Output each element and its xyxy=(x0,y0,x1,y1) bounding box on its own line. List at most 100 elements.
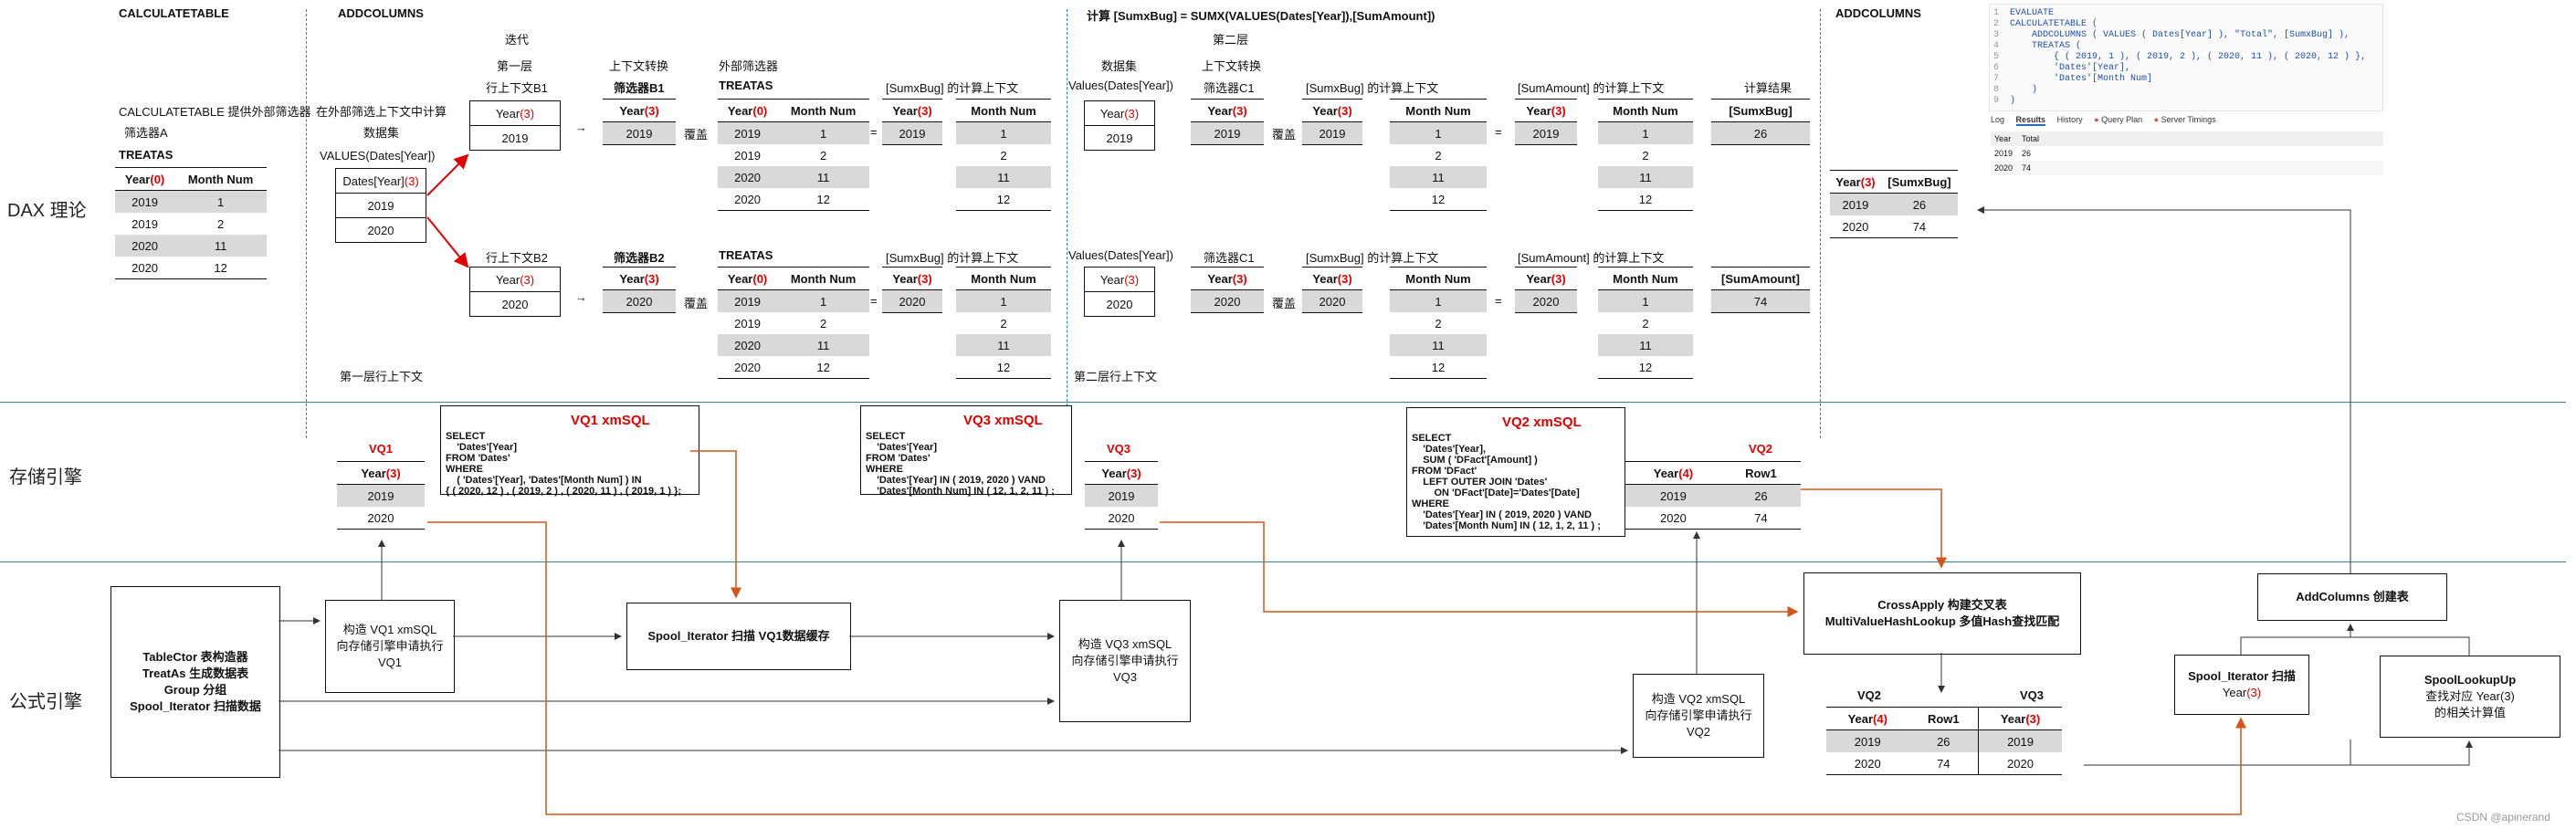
layer2-bottom-label: 第二层行上下文 xyxy=(1074,370,1158,383)
band-divider xyxy=(0,402,2566,403)
trans-label: 上下文转换 xyxy=(609,59,669,73)
sumxbug-ctx-label-2: [SumxBug] 的计算上下文 xyxy=(886,251,1019,265)
query-plan-icon: ● xyxy=(2094,115,2099,124)
result-bottom: [SumAmount]74 xyxy=(1711,267,1810,313)
flow-arrow xyxy=(2240,636,2470,656)
tab-server-timings[interactable]: Server Timings xyxy=(2161,115,2216,124)
filter-c1-bottom: Year(3)2020 xyxy=(1191,267,1264,313)
calc-desc-2: 筛选器A xyxy=(124,126,168,140)
tab-results[interactable]: Results xyxy=(2015,115,2046,126)
filter-b2-label: 筛选器B2 xyxy=(614,251,665,265)
vq3-table: Year(3) 2019 2020 xyxy=(1085,461,1158,530)
outer-label: 外部筛选器 xyxy=(719,59,779,73)
override-label: 覆盖 xyxy=(684,297,709,310)
calc-treatas: TREATAS xyxy=(119,148,173,162)
server-timings-icon: ● xyxy=(2153,115,2160,124)
dataset-label: 数据集 xyxy=(1101,59,1138,73)
vq2-title: VQ2 xmSQL xyxy=(1502,414,1582,430)
sumamount-year-top: Year(3)2019 xyxy=(1515,99,1577,145)
vq1-table-title: VQ1 xyxy=(369,442,394,456)
join-vq2-label: VQ2 xyxy=(1857,688,1882,702)
code-line: ADDCOLUMNS ( VALUES ( Dates[Year] ), "To… xyxy=(2010,30,2350,40)
vq3-sql: SELECT 'Dates'[Year] FROM 'Dates' WHERE … xyxy=(866,431,1055,497)
result-label: 计算结果 xyxy=(1744,81,1793,95)
c-dataset-top: Year(3)2019 xyxy=(1084,100,1155,151)
code-line: { ( 2019, 1 ), ( 2019, 2 ), ( 2020, 11 )… xyxy=(2010,52,2367,62)
sumamount-ctx-label: [SumAmount] 的计算上下文 xyxy=(1518,81,1665,95)
red-arrow xyxy=(426,216,469,268)
col-year0: Year(0) xyxy=(124,172,165,186)
separator xyxy=(1820,9,1821,438)
data-flow-arrow xyxy=(427,521,2246,815)
b1-table: Year(3)2019 xyxy=(469,100,561,151)
override-label: 覆盖 xyxy=(684,128,709,142)
eq: = xyxy=(870,294,878,308)
vq1-sql-box: SELECT 'Dates'[Year] FROM 'Dates' WHERE … xyxy=(440,405,699,497)
b1-label: 行上下文B1 xyxy=(486,81,548,95)
data-flow-arrow xyxy=(1160,521,1799,617)
values-year-label-2: Values(Dates[Year]) xyxy=(1068,248,1173,262)
vq2-sql-box: SELECT 'Dates'[Year], SUM ( 'DFact'[Amou… xyxy=(1406,407,1625,537)
layer1-label: 第一层 xyxy=(497,59,533,73)
addcol-desc: 在外部筛选上下文中计算 xyxy=(316,105,447,119)
vq2-table-title: VQ2 xyxy=(1749,442,1773,456)
watermark: CSDN @apinerand xyxy=(2456,811,2550,824)
sumxbug-c-year-top: Year(3)2019 xyxy=(1302,99,1362,145)
tab-history[interactable]: History xyxy=(2056,115,2083,124)
override-label: 覆盖 xyxy=(1272,297,1297,310)
filter-c1-label-2: 筛选器C1 xyxy=(1204,251,1255,265)
filter-b2-table: Year(3)2020 xyxy=(603,267,676,313)
sumamount-ctx-label-2: [SumAmount] 的计算上下文 xyxy=(1518,251,1665,265)
dataset-header: Dates[Year](3) xyxy=(335,168,426,194)
flow-arrow xyxy=(1977,206,2351,573)
sumxbug-ctx-label-3: [SumxBug] 的计算上下文 xyxy=(1306,81,1439,95)
title-compute: 计算 [SumxBug] = SUMX(VALUES(Dates[Year]),… xyxy=(1087,9,1435,23)
data-flow-arrow xyxy=(690,450,741,599)
calc-desc: CALCULATETABLE 提供外部筛选器 xyxy=(119,105,311,119)
fe-addcolumns-box: AddColumns 创建表 xyxy=(2257,573,2447,621)
result-tabs: Log Results History ● Query Plan ● Serve… xyxy=(1991,115,2216,126)
title-addcolumns-2: ADDCOLUMNS xyxy=(1835,6,1921,20)
vq3-sql-box: SELECT 'Dates'[Year] FROM 'Dates' WHERE … xyxy=(860,405,1072,497)
separator xyxy=(306,9,307,438)
code-line-numbers: 1 2 3 4 5 6 7 8 9 xyxy=(1993,8,2000,106)
vq3-title: VQ3 xmSQL xyxy=(963,413,1043,428)
vq2-sql: SELECT 'Dates'[Year], SUM ( 'DFact'[Amou… xyxy=(1412,433,1601,531)
code-line: TREATAS ( xyxy=(2010,41,2082,51)
vq3-table-title: VQ3 xyxy=(1107,442,1131,456)
b2-table: Year(3)2020 xyxy=(469,267,561,317)
arrow: → xyxy=(575,121,587,134)
treatas-label-2: TREATAS xyxy=(719,248,773,262)
sumxbug-ctx-label-4: [SumxBug] 的计算上下文 xyxy=(1306,251,1439,265)
filter-b1-label: 筛选器B1 xyxy=(614,81,665,95)
addcol-values: VALUES(Dates[Year]) xyxy=(320,149,436,163)
filter-b1-table: Year(3)2019 xyxy=(603,99,676,145)
flow-arrow xyxy=(2084,740,2351,766)
values-year-label: Values(Dates[Year]) xyxy=(1068,79,1173,92)
tab-query-plan[interactable]: Query Plan xyxy=(2101,115,2143,124)
fe-start-box: TableCtor 表构造器 TreatAs 生成数据表 Group 分组 Sp… xyxy=(110,586,280,778)
sumxbug-ctx-label: [SumxBug] 的计算上下文 xyxy=(886,81,1019,95)
tab-log[interactable]: Log xyxy=(1991,115,2005,124)
code-line: 'Dates'[Year], xyxy=(2010,63,2131,73)
filter-c1-top: Year(3)2019 xyxy=(1191,99,1264,145)
join-vq3-label: VQ3 xyxy=(2020,688,2045,702)
override-label: 覆盖 xyxy=(1272,128,1297,142)
section-dax: DAX 理论 xyxy=(7,201,87,221)
code-line: CALCULATETABLE ( xyxy=(2010,19,2098,29)
